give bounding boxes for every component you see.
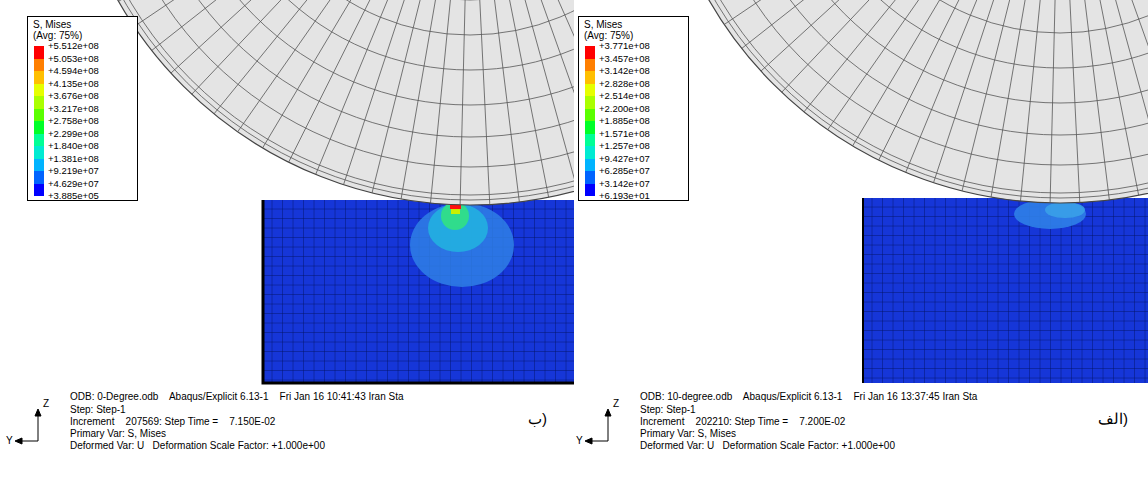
legend-value: +3.676e+08 xyxy=(48,90,99,101)
legend-swatch xyxy=(34,159,44,172)
legend-value: +3.457e+08 xyxy=(599,53,650,64)
legend-swatch xyxy=(34,46,44,59)
info-line: Step: Step-1 xyxy=(640,404,696,415)
legend-value: +1.257e+08 xyxy=(599,140,650,151)
legend-swatch xyxy=(34,84,44,97)
legend-value: +2.758e+08 xyxy=(48,115,99,126)
legend-swatch xyxy=(585,84,595,97)
legend-value: +2.514e+08 xyxy=(599,90,650,101)
legend-swatch xyxy=(585,59,595,72)
legend-value: +5.512e+08 xyxy=(48,40,99,51)
legend-swatch xyxy=(34,146,44,159)
legend-value: +6.193e+01 xyxy=(599,190,650,201)
legend-value: +2.200e+08 xyxy=(599,103,650,114)
legend-value: +3.771e+08 xyxy=(599,40,650,51)
info-line: ODB: 10-degree.odb Abaqus/Explicit 6.13-… xyxy=(640,391,977,402)
legend-swatch xyxy=(585,46,595,59)
legend-swatch xyxy=(34,96,44,109)
right-model xyxy=(655,0,1148,383)
info-line: Increment 207569: Step Time = 7.150E-02 xyxy=(70,416,275,427)
legend-value: +1.885e+08 xyxy=(599,115,650,126)
axis-label: Y xyxy=(576,435,583,446)
axis-label: Z xyxy=(613,398,619,409)
legend-title: S, Mises xyxy=(584,19,622,30)
legend-value: +5.053e+08 xyxy=(48,53,99,64)
legend-swatch xyxy=(585,96,595,109)
legend-swatch xyxy=(34,59,44,72)
legend-swatch xyxy=(34,171,44,184)
legend-swatch xyxy=(34,121,44,134)
legend-swatch xyxy=(585,109,595,122)
mesh-block xyxy=(862,198,1148,383)
legend-value: +3.217e+08 xyxy=(48,103,99,114)
mesh-block xyxy=(262,200,574,383)
info-line: Step: Step-1 xyxy=(70,404,126,415)
legend-value: +3.142e+08 xyxy=(599,65,650,76)
info-line: Deformed Var: U Deformation Scale Factor… xyxy=(640,440,895,451)
panel-label: الف) xyxy=(1098,410,1128,428)
legend-swatch xyxy=(34,184,44,197)
legend-swatch xyxy=(34,71,44,84)
legend-swatch xyxy=(34,134,44,147)
legend-value: +2.299e+08 xyxy=(48,128,99,139)
legend-title: S, Mises xyxy=(33,19,71,30)
legend-value: +4.594e+08 xyxy=(48,65,99,76)
info-line: Primary Var: S, Mises xyxy=(70,428,166,439)
legend-value: +4.629e+07 xyxy=(48,178,99,189)
legend-subtitle: (Avg: 75%) xyxy=(33,30,82,41)
legend-value: +1.381e+08 xyxy=(48,153,99,164)
wheel xyxy=(655,0,1148,203)
legend-swatch xyxy=(585,184,595,197)
legend-swatch xyxy=(585,171,595,184)
info-line: Deformed Var: U Deformation Scale Factor… xyxy=(70,440,325,451)
axis-label: Z xyxy=(43,398,49,409)
legend-value: +3.142e+07 xyxy=(599,178,650,189)
legend-swatch xyxy=(585,121,595,134)
legend-value: +9.219e+07 xyxy=(48,165,99,176)
legend-swatch xyxy=(34,109,44,122)
legend-value: +2.828e+08 xyxy=(599,78,650,89)
legend-value: +6.285e+07 xyxy=(599,165,650,176)
legend-value: +1.840e+08 xyxy=(48,140,99,151)
legend-swatch xyxy=(585,146,595,159)
info-line: ODB: 0-Degree.odb Abaqus/Explicit 6.13-1… xyxy=(70,391,404,402)
legend-value: +4.135e+08 xyxy=(48,78,99,89)
legend-value: +3.885e+05 xyxy=(48,190,99,201)
panel-label: ب) xyxy=(528,410,547,428)
legend-swatch xyxy=(585,134,595,147)
wheel xyxy=(65,0,574,205)
info-line: Primary Var: S, Mises xyxy=(640,428,736,439)
info-line: Increment 202210: Step Time = 7.200E-02 xyxy=(640,416,845,427)
legend-subtitle: (Avg: 75%) xyxy=(584,30,633,41)
legend-value: +9.427e+07 xyxy=(599,153,650,164)
axis-label: Y xyxy=(6,435,13,446)
legend-value: +1.571e+08 xyxy=(599,128,650,139)
legend-swatch xyxy=(585,159,595,172)
left-model xyxy=(65,0,574,383)
legend-swatch xyxy=(585,71,595,84)
